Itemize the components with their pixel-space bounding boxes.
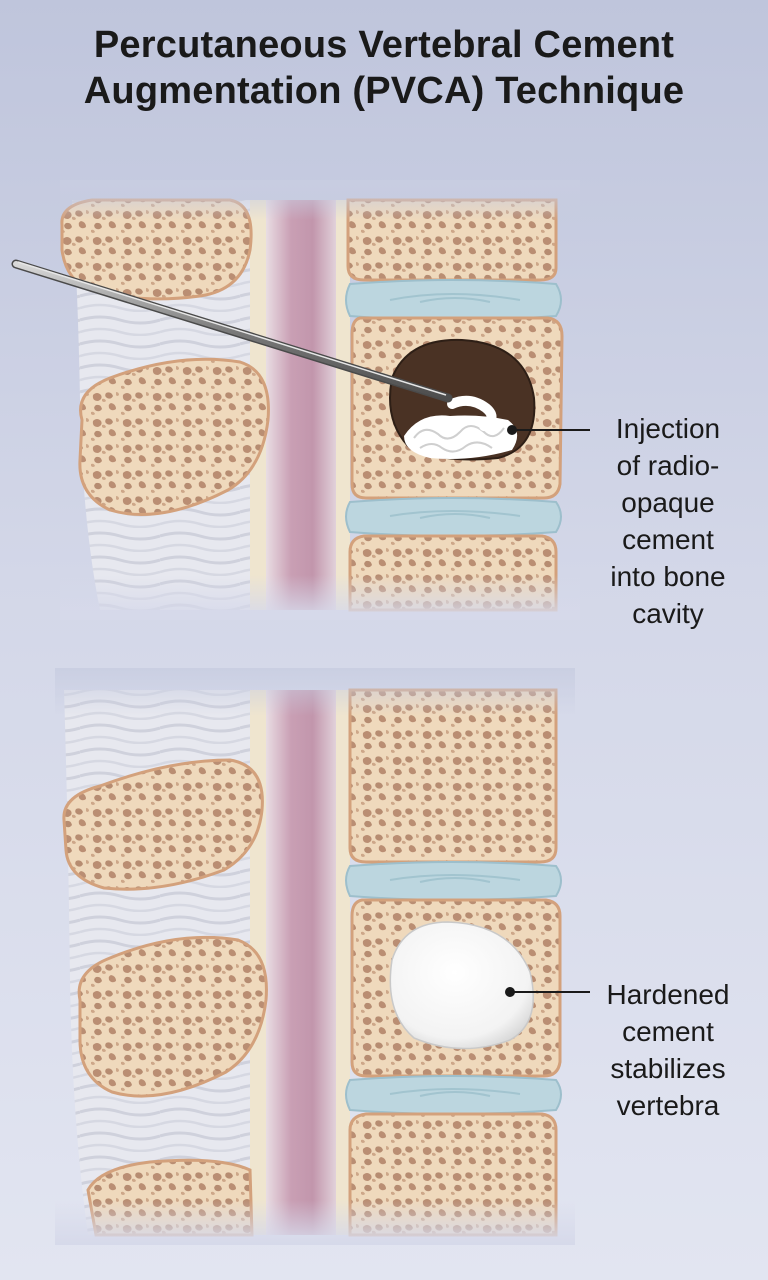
spinal-cord	[266, 690, 338, 1235]
injection-label-line: cement	[622, 524, 714, 555]
page-title: Percutaneous Vertebral Cement Augmentati…	[0, 22, 768, 114]
hardened-leader-dot	[505, 987, 515, 997]
bottom-panel	[55, 668, 590, 1245]
disc-rings	[389, 1088, 521, 1097]
injection-label-line: opaque	[621, 487, 715, 518]
hardened-label-line: stabilizes	[610, 1053, 726, 1084]
disc-rings	[389, 874, 521, 883]
vertebral-body	[348, 688, 558, 864]
hardened-label: Hardened cement stabilizes vertebra	[584, 976, 752, 1124]
injection-label: Injection of radio- opaque cement into b…	[584, 410, 752, 632]
spinous-process	[77, 935, 268, 1098]
spinous-process	[62, 758, 264, 891]
spinal-cord	[266, 200, 338, 610]
injection-label-line: Injection	[615, 413, 721, 444]
hardened-cement	[389, 921, 534, 1050]
intervertebral-disc	[345, 497, 562, 537]
spinous-process	[78, 357, 270, 516]
intervertebral-disc	[345, 1075, 562, 1115]
hardened-label-line: cement	[622, 1016, 714, 1047]
injection-leader-dot	[507, 425, 517, 435]
injected-cement	[404, 395, 518, 459]
disc-rings	[389, 510, 521, 519]
hardened-label-line: vertebra	[616, 1090, 720, 1121]
intervertebral-disc	[345, 279, 562, 321]
title-line-2: Augmentation (PVCA) Technique	[83, 70, 685, 112]
top-panel	[11, 180, 590, 620]
injection-label-line: of radio-	[616, 450, 720, 481]
disc-rings	[389, 293, 521, 303]
injection-label-line: cavity	[632, 598, 704, 629]
title-line-1: Percutaneous Vertebral Cement	[93, 24, 675, 66]
spinal-canal-wall	[336, 690, 350, 1235]
hardened-label-line: Hardened	[606, 979, 730, 1010]
injection-label-line: into bone	[610, 561, 726, 592]
intervertebral-disc	[345, 861, 562, 901]
injection-needle	[11, 259, 453, 403]
